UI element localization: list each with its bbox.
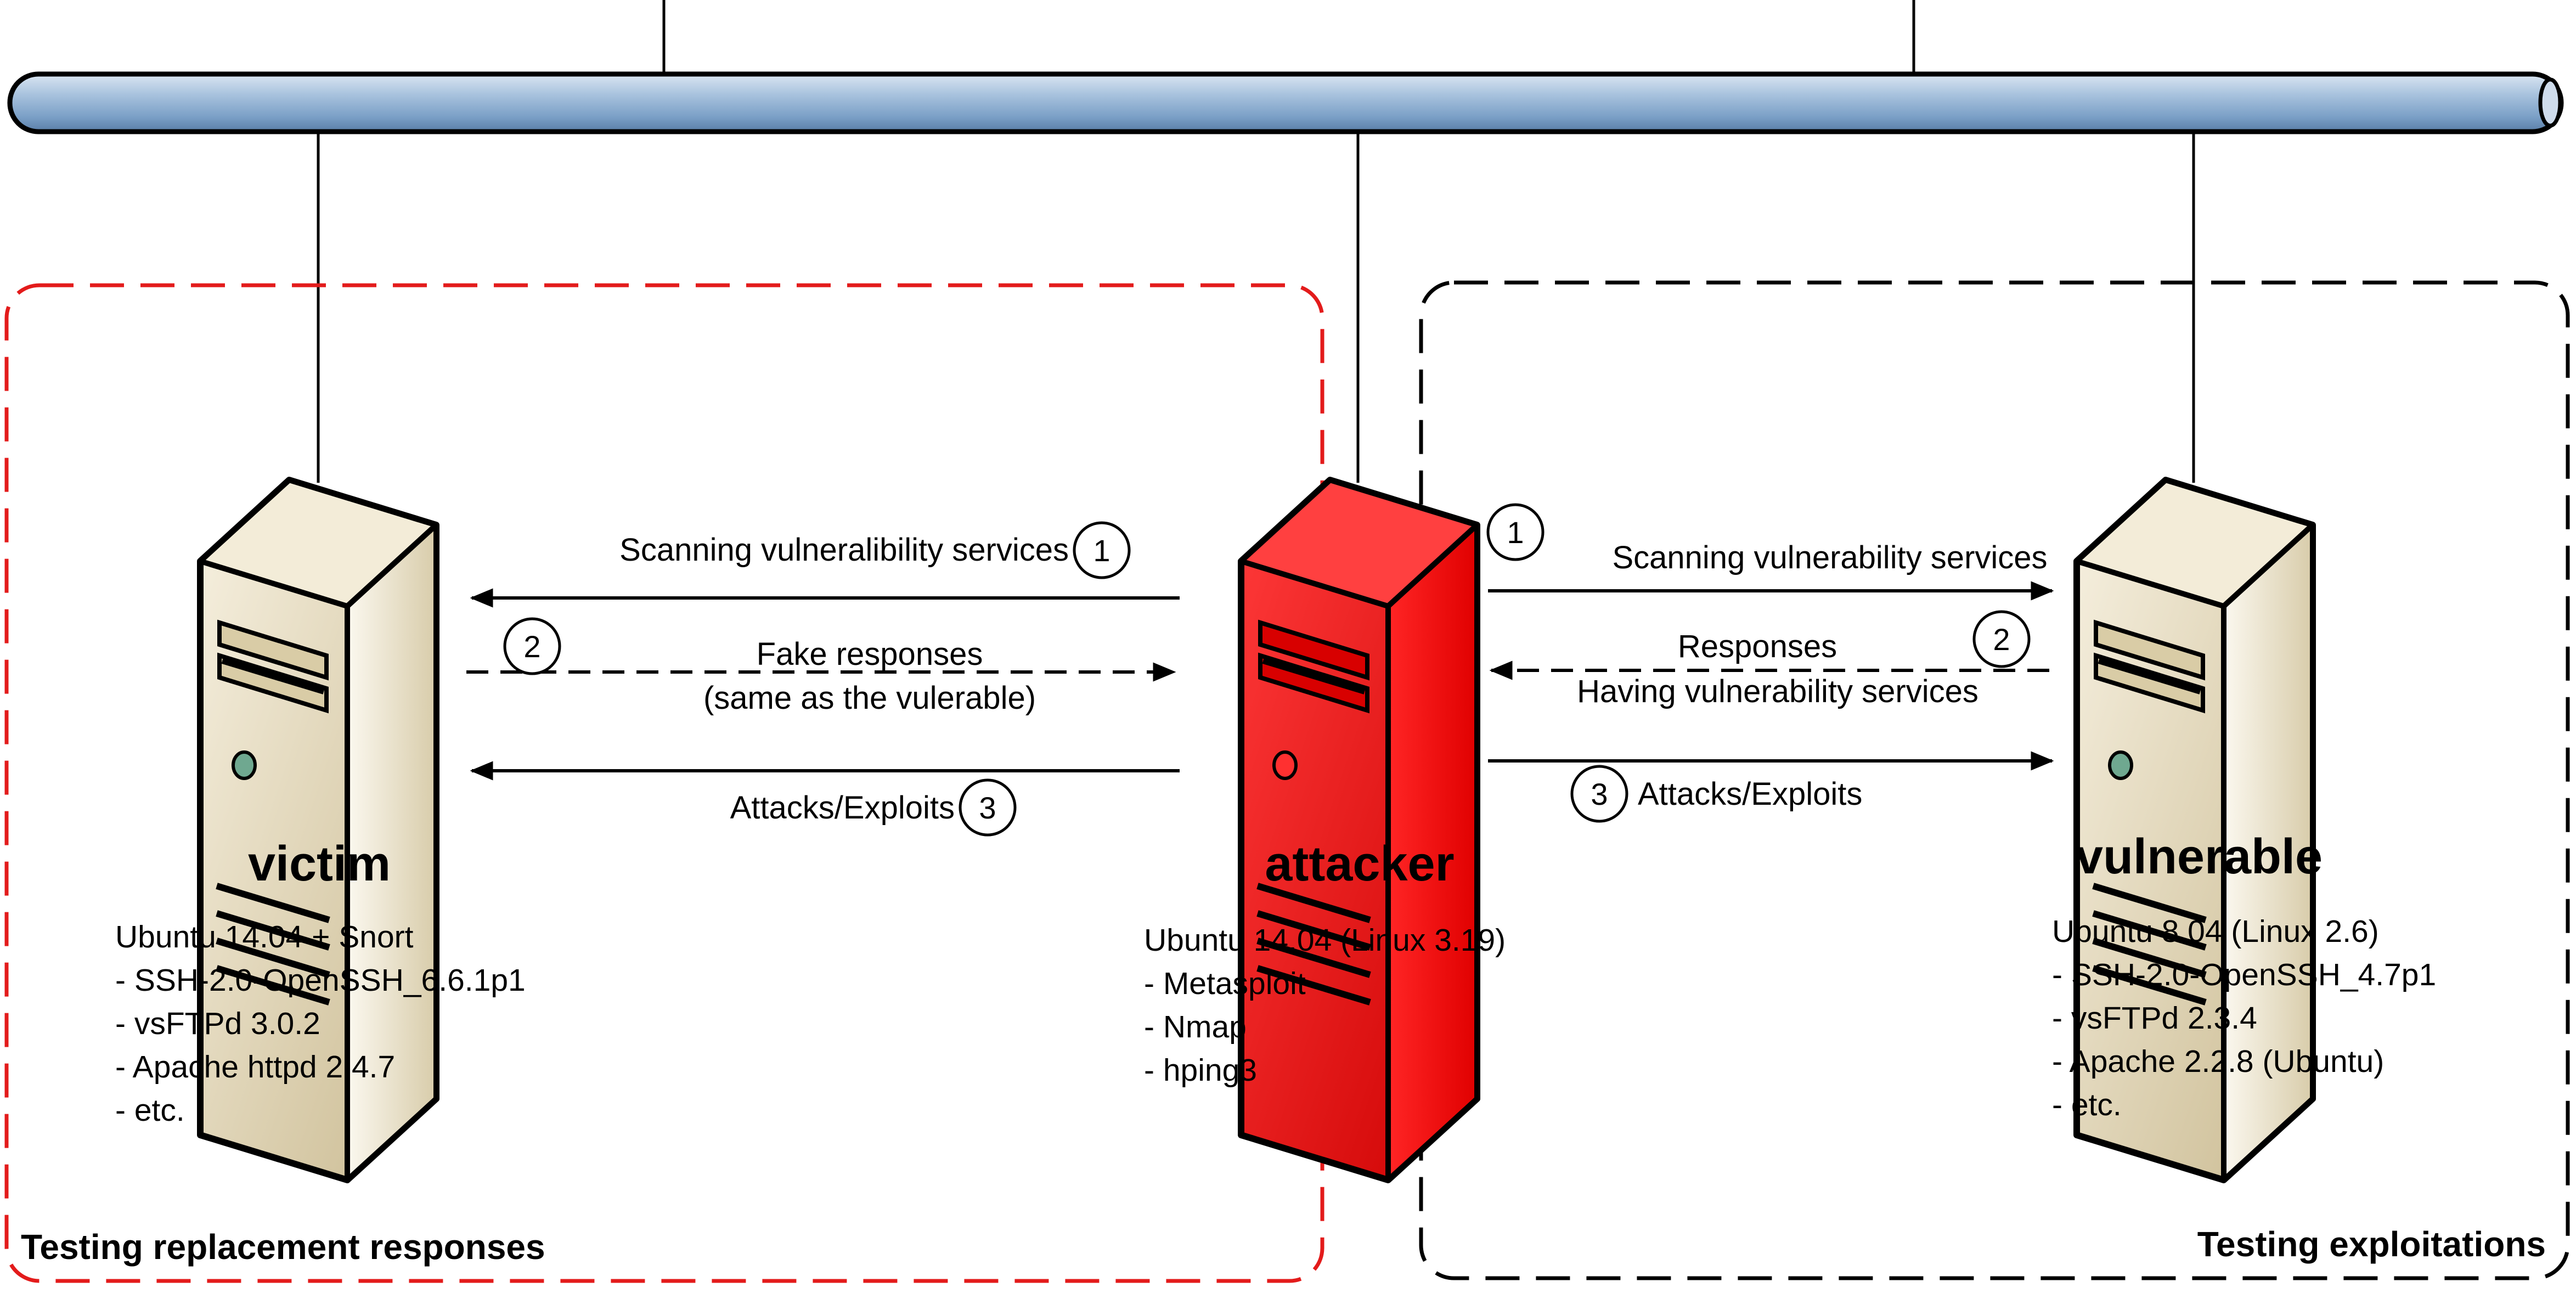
left-arrows xyxy=(466,588,1180,781)
left-step1-number: 1 xyxy=(1093,533,1110,568)
testing-replacement-label: Testing replacement responses xyxy=(21,1227,545,1267)
right-step2-circle xyxy=(1972,610,2031,668)
victim-server-icon xyxy=(197,477,439,1183)
vulnerable-spec-4: - etc. xyxy=(2052,1087,2122,1122)
attacker-spec-0: Ubuntu 14.04 (Linux 3.19) xyxy=(1144,923,1506,958)
left-scan-label: Scanning vulneralibility services xyxy=(619,532,1069,568)
left-step1-circle xyxy=(1073,521,1131,579)
testing-replacement-box xyxy=(4,283,1324,1283)
left-step3-number: 3 xyxy=(979,791,996,825)
left-step2-number: 2 xyxy=(523,629,540,664)
vulnerable-spec-0: Ubuntu 8.04 (Linux 2.6) xyxy=(2052,914,2379,949)
right-step1-number: 1 xyxy=(1507,515,1524,550)
right-step3-number: 3 xyxy=(1591,777,1608,811)
network-links xyxy=(317,0,2195,483)
vulnerable-spec-3: - Apache 2.2.8 (Ubuntu) xyxy=(2052,1044,2384,1079)
attacker-spec-3: - hping3 xyxy=(1144,1053,1257,1088)
vulnerable-name: vulnerable xyxy=(2076,829,2323,884)
victim-spec-1: - SSH-2.0-OpenSSH_6.6.1p1 xyxy=(115,963,526,998)
right-step3-circle xyxy=(1570,765,1628,823)
testing-exploitations-label: Testing exploitations xyxy=(2197,1224,2546,1264)
attacker-spec-2: - Nmap xyxy=(1144,1009,1247,1044)
victim-spec-4: - etc. xyxy=(115,1093,185,1128)
left-step3-circle xyxy=(959,778,1017,837)
right-step1-circle xyxy=(1486,503,1545,561)
victim-name: victim xyxy=(248,837,391,891)
right-arrows xyxy=(1488,581,2054,771)
right-response-label: Responses xyxy=(1678,629,1837,664)
right-attack-label: Attacks/Exploits xyxy=(1638,776,1862,812)
attacker-spec-1: - Metasploit xyxy=(1144,966,1306,1001)
attacker-server-icon xyxy=(1238,477,1480,1183)
network-bus xyxy=(7,71,2564,134)
victim-spec-2: - vsFTPd 3.0.2 xyxy=(115,1006,320,1041)
victim-spec-0: Ubuntu 14.04 + Snort xyxy=(115,919,414,955)
left-step2-circle xyxy=(503,617,561,675)
right-step2-number: 2 xyxy=(1993,622,2010,657)
vulnerable-spec-1: - SSH-2.0-OpenSSH_4.7p1 xyxy=(2052,957,2436,992)
left-attack-label: Attacks/Exploits xyxy=(730,790,955,826)
vulnerable-server-icon xyxy=(2073,477,2316,1183)
attacker-name: attacker xyxy=(1265,837,1454,891)
right-scan-label: Scanning vulnerability services xyxy=(1612,540,2047,575)
left-fake-response-label: Fake responses xyxy=(757,636,983,672)
right-response-sublabel: Having vulnerability services xyxy=(1577,674,1978,709)
vulnerable-spec-2: - vsFTPd 2.3.4 xyxy=(2052,1001,2257,1036)
left-fake-response-sublabel: (same as the vulerable) xyxy=(703,680,1036,716)
victim-spec-3: - Apache httpd 2.4.7 xyxy=(115,1049,395,1085)
